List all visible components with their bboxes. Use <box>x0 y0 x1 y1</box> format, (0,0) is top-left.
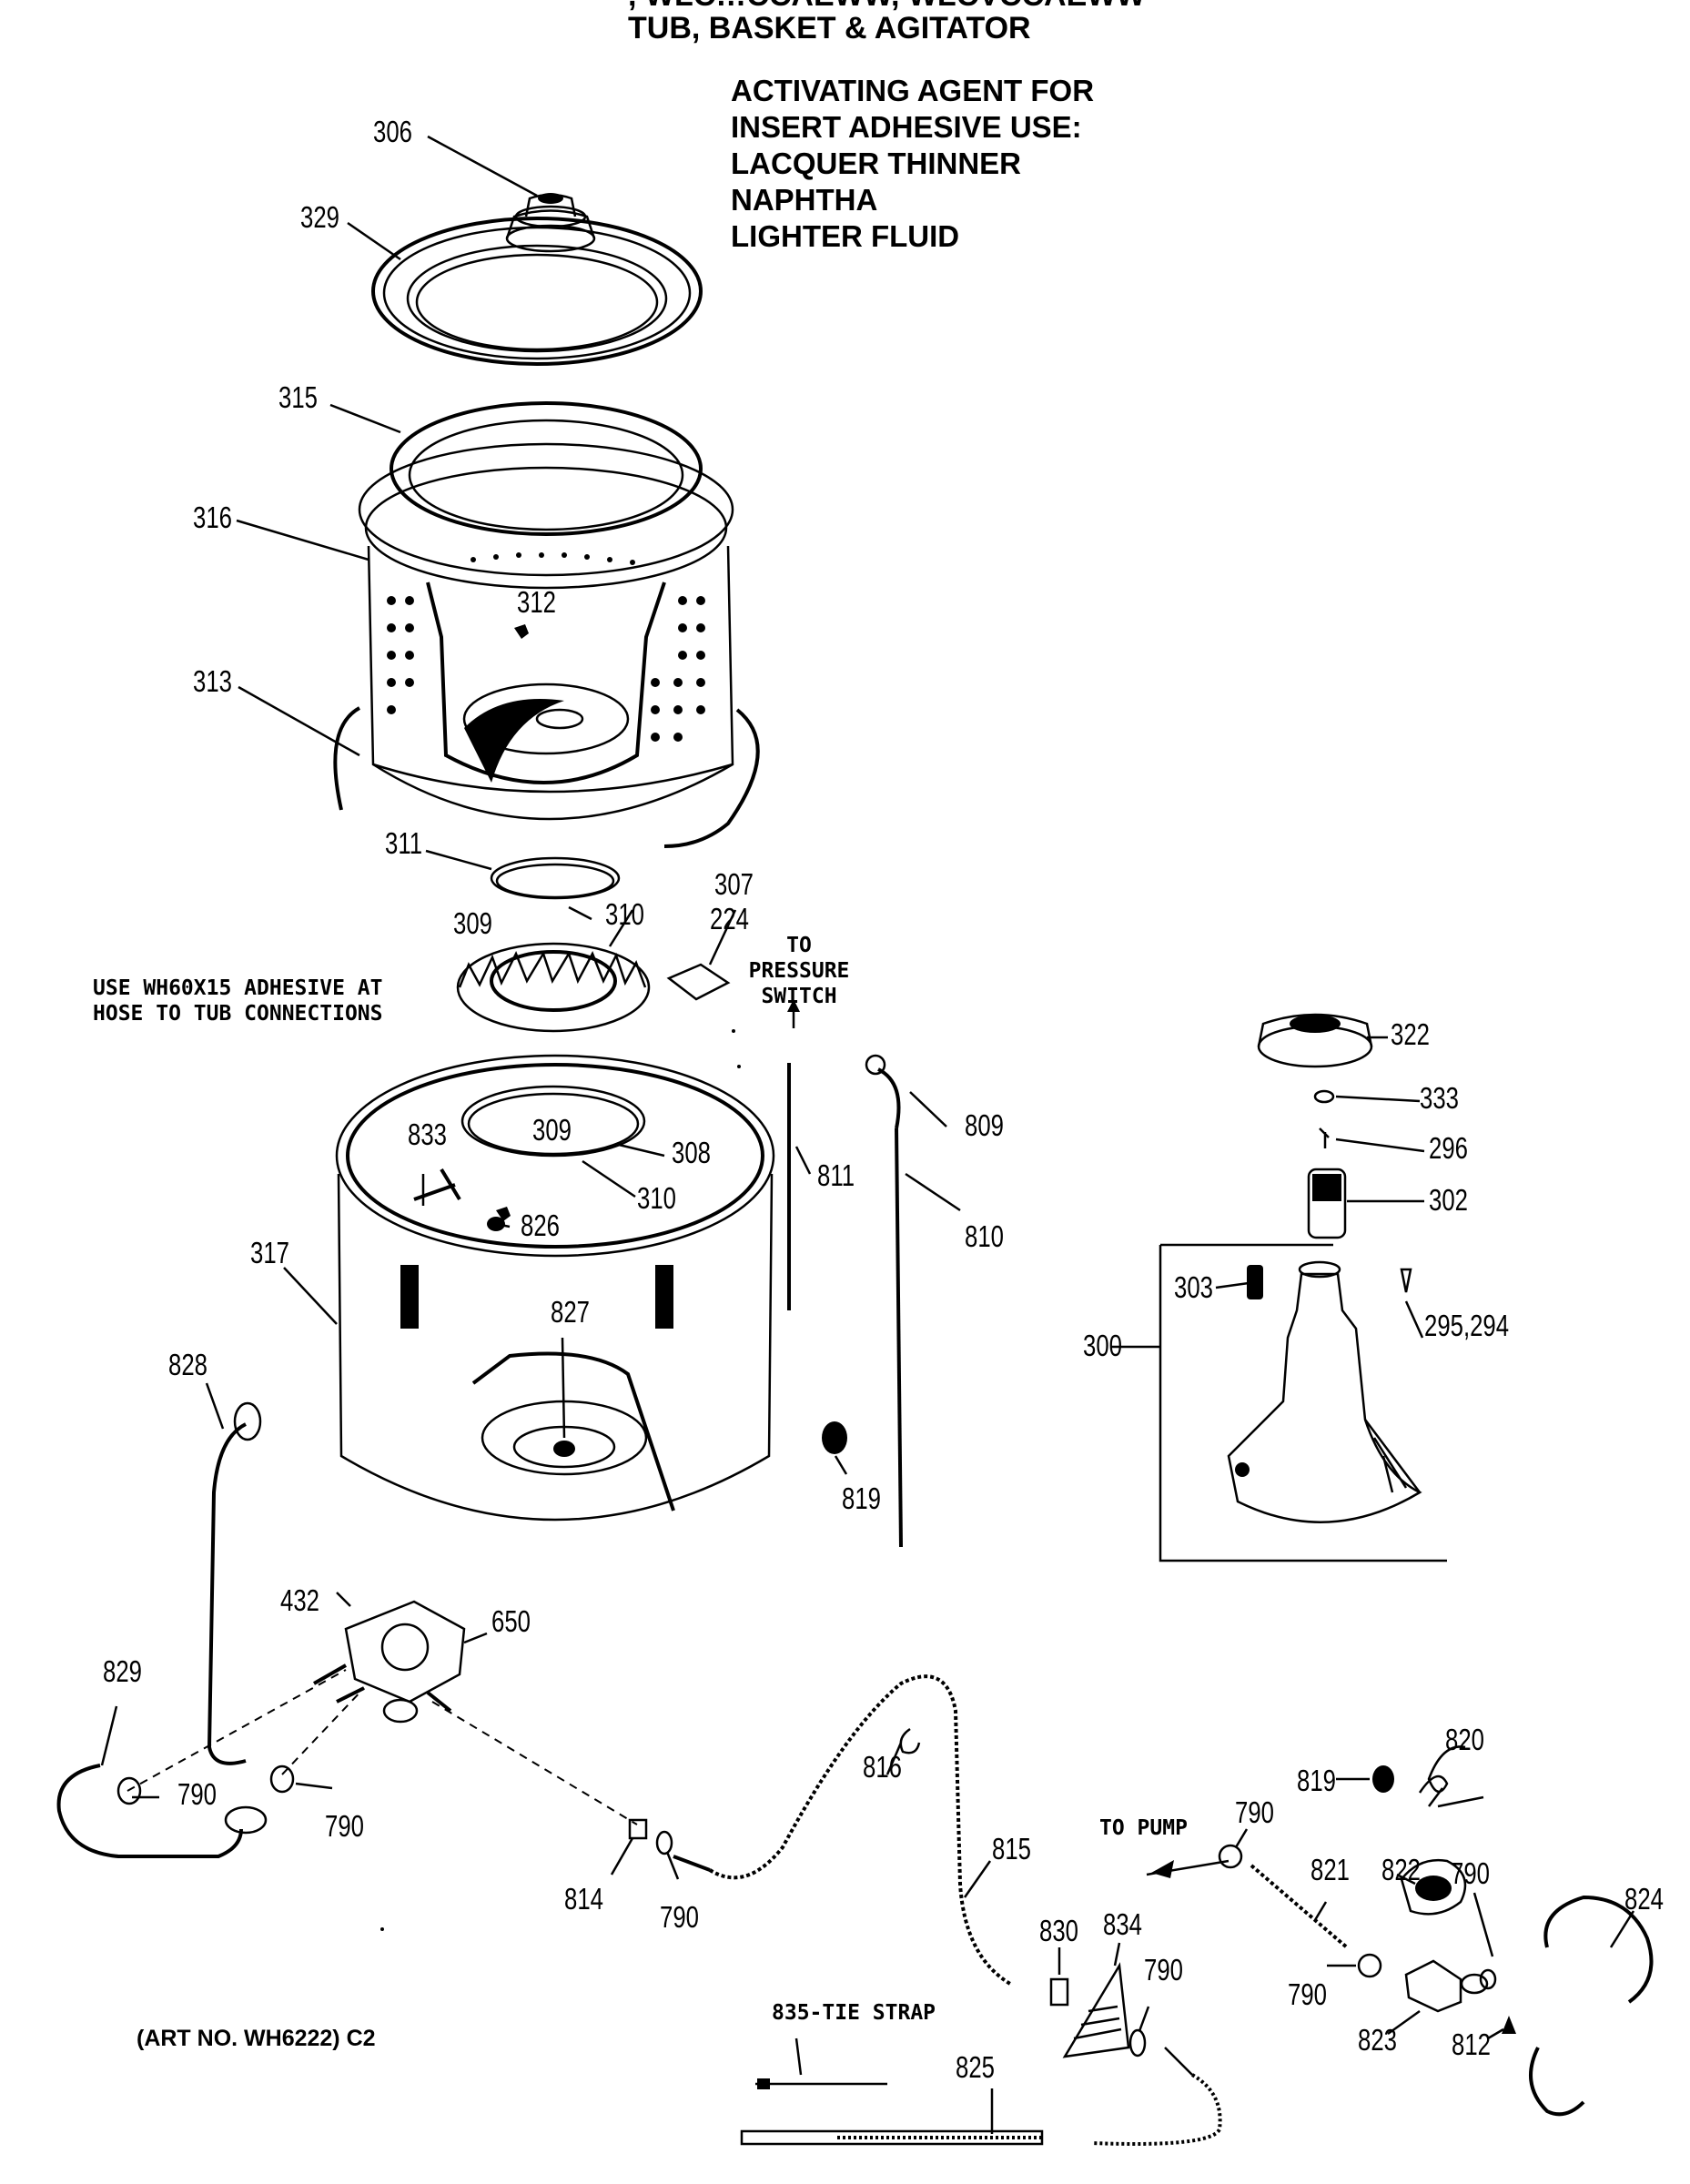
part-label-317: 317 <box>250 1236 289 1269</box>
adhesive-note-line-2: INSERT ADHESIVE USE: <box>731 110 1082 144</box>
part-label-650: 650 <box>491 1604 531 1638</box>
hose-note-line-2: HOSE TO TUB CONNECTIONS <box>93 1002 383 1026</box>
hose-adhesive-note: USE WH60X15 ADHESIVE AT HOSE TO TUB CONN… <box>93 976 383 1026</box>
adhesive-note-line-3: LACQUER THINNER <box>731 147 1021 180</box>
part-label-815: 815 <box>992 1832 1031 1866</box>
adhesive-note-line-4: NAPHTHA <box>731 183 878 217</box>
tie-strap-label: 835-TIE STRAP <box>772 2001 936 2025</box>
part-label-313: 313 <box>193 664 232 698</box>
hose-note-line-1: USE WH60X15 ADHESIVE AT <box>93 976 383 1000</box>
part-label-829: 829 <box>103 1654 142 1688</box>
part-label-823: 823 <box>1358 2023 1397 2057</box>
part-label-316: 316 <box>193 500 232 534</box>
part-label-311: 311 <box>385 826 423 860</box>
part-label-302: 302 <box>1429 1183 1468 1217</box>
outer-tub-part <box>335 1054 775 1522</box>
part-label-310-lower: 310 <box>637 1181 676 1215</box>
part-label-790-g: 790 <box>1288 1977 1327 2011</box>
tub-seal-part <box>456 942 651 1033</box>
adhesive-note-line-5: LIGHTER FLUID <box>731 219 960 253</box>
to-pump-note: TO PUMP <box>1099 1816 1188 1840</box>
part-label-300: 300 <box>1083 1329 1122 1362</box>
part-label-309-upper: 309 <box>453 906 492 940</box>
part-label-790-b: 790 <box>325 1809 364 1843</box>
adhesive-note: ACTIVATING AGENT FOR INSERT ADHESIVE USE… <box>731 73 1094 255</box>
part-label-333: 333 <box>1420 1081 1459 1115</box>
pressure-note-line-2: PRESSURE <box>748 959 850 983</box>
part-label-329: 329 <box>300 200 339 234</box>
pressure-switch-note: TO PRESSURE SWITCH <box>744 933 854 1009</box>
part-label-309-lower: 309 <box>532 1113 572 1147</box>
part-label-822: 822 <box>1381 1853 1421 1886</box>
part-label-819-upper: 819 <box>842 1481 881 1515</box>
agitator-assembly-part <box>1159 1013 1447 1562</box>
part-label-310-upper: 310 <box>605 897 644 931</box>
part-label-816: 816 <box>863 1750 902 1784</box>
part-label-830: 830 <box>1039 1914 1078 1947</box>
part-label-295-294: 295,294 <box>1424 1309 1510 1342</box>
page-title: TUB, BASKET & AGITATOR <box>628 11 1031 46</box>
part-label-790-e: 790 <box>1235 1795 1274 1829</box>
balance-ring-part <box>371 217 703 366</box>
part-label-312: 312 <box>517 585 556 619</box>
part-label-811: 811 <box>817 1158 855 1192</box>
part-label-812: 812 <box>1452 2027 1491 2061</box>
pressure-note-line-1: TO <box>786 934 812 957</box>
art-number: (ART NO. WH6222) C2 <box>137 2026 376 2051</box>
part-label-821: 821 <box>1311 1853 1350 1886</box>
part-label-834: 834 <box>1103 1907 1142 1941</box>
part-label-825: 825 <box>956 2050 995 2084</box>
part-label-824: 824 <box>1624 1882 1664 1916</box>
header-partial-title: , WLC…CCAEWW, WLCVCCAEWW <box>628 0 1145 11</box>
part-label-790-f: 790 <box>1451 1856 1490 1890</box>
part-label-814: 814 <box>564 1882 603 1916</box>
part-label-224: 224 <box>710 902 749 935</box>
part-label-315: 315 <box>278 380 318 414</box>
basket-part <box>358 401 734 821</box>
part-label-790-a: 790 <box>177 1777 217 1811</box>
part-label-296: 296 <box>1429 1131 1468 1165</box>
part-label-303: 303 <box>1174 1270 1213 1304</box>
part-label-809: 809 <box>965 1108 1004 1142</box>
part-label-307: 307 <box>714 867 754 901</box>
part-label-820: 820 <box>1445 1723 1484 1756</box>
part-label-790-c: 790 <box>660 1900 699 1934</box>
part-label-810: 810 <box>965 1219 1004 1253</box>
pressure-note-line-3: SWITCH <box>761 985 837 1008</box>
agitator-cap-part <box>505 193 596 253</box>
part-label-826: 826 <box>521 1208 560 1242</box>
part-label-322: 322 <box>1391 1017 1430 1051</box>
drain-hose-part <box>673 1674 1012 1986</box>
part-label-790-d: 790 <box>1144 1953 1183 1987</box>
part-label-833: 833 <box>408 1117 447 1151</box>
adhesive-note-line-1: ACTIVATING AGENT FOR <box>731 74 1095 107</box>
part-label-827: 827 <box>551 1295 590 1329</box>
pump-part <box>313 1600 466 1724</box>
part-label-432: 432 <box>280 1583 319 1617</box>
part-label-819-lower: 819 <box>1297 1764 1336 1797</box>
part-label-306: 306 <box>373 115 412 148</box>
part-label-828: 828 <box>168 1348 207 1381</box>
part-label-308: 308 <box>672 1136 711 1169</box>
